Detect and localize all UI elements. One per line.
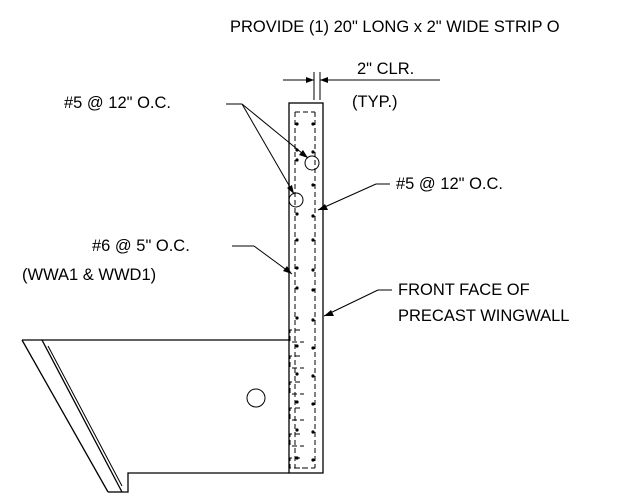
front-face-label-line1: FRONT FACE OF [398, 281, 530, 299]
wingwall-section [288, 102, 324, 474]
bar-left-callout: #5 @ 12" O.C. [64, 94, 171, 112]
dowel-hole [246, 388, 266, 408]
bar-six-leader [232, 245, 293, 275]
bar-six-sub-callout: (WWA1 & WWD1) [22, 266, 156, 284]
bar-six-callout: #6 @ 5" O.C. [92, 237, 190, 255]
hooked-bars [289, 329, 304, 469]
bar-right-callout: #5 @ 12" O.C. [396, 175, 503, 193]
rebar-dots [295, 122, 315, 462]
front-face-label-line2: PRECAST WINGWALL [398, 307, 569, 325]
bar-left-leaders [226, 103, 309, 195]
clear-cover-typ-label: (TYP.) [352, 93, 398, 111]
front-face-leader [323, 289, 392, 317]
bar-right-leader [317, 183, 390, 211]
headwall-section [21, 339, 289, 493]
strip-note-text: PROVIDE (1) 20" LONG x 2" WIDE STRIP O [230, 18, 560, 36]
clear-cover-dimension [283, 72, 440, 100]
rebar-circle-upper [304, 155, 320, 171]
rebar-circle-lower [288, 192, 304, 208]
clear-cover-label: 2" CLR. [357, 60, 414, 78]
